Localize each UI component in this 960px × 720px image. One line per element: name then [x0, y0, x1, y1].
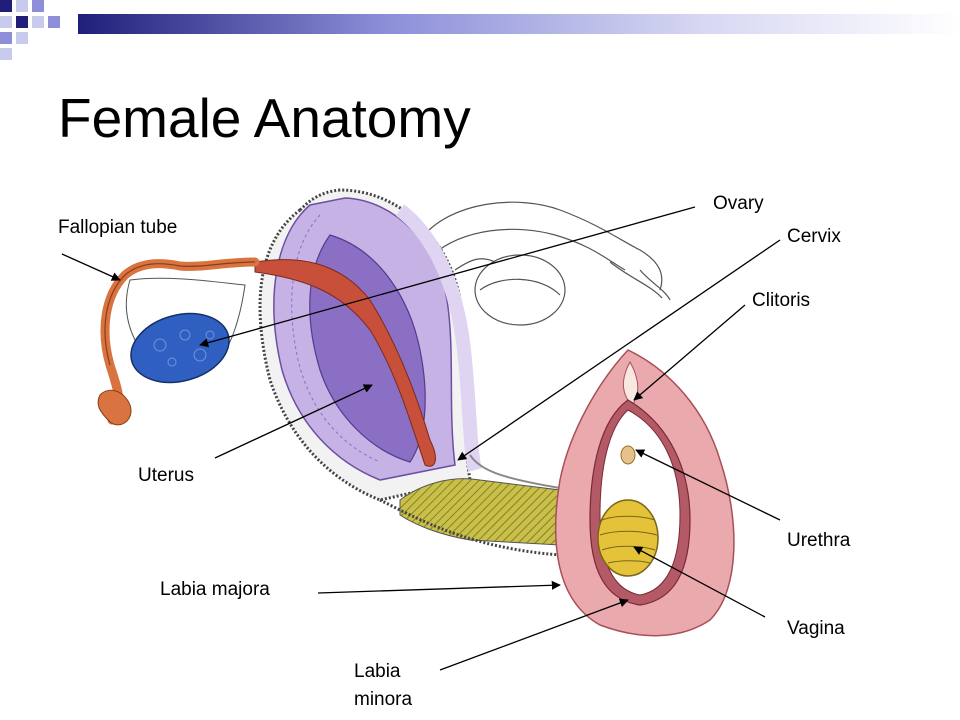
label-uterus: Uterus	[138, 465, 194, 486]
corner-squares-decoration	[0, 0, 60, 60]
label-vagina: Vagina	[787, 618, 845, 639]
vaginal-opening	[597, 499, 659, 577]
label-cervix: Cervix	[787, 226, 841, 247]
header-gradient-bar	[78, 14, 960, 34]
label-urethra: Urethra	[787, 530, 851, 551]
label-labia-majora: Labia majora	[160, 579, 270, 600]
label-ovary: Ovary	[713, 193, 764, 214]
label-fallopian-tube: Fallopian tube	[58, 217, 178, 238]
right-fallopian-tube-outline	[419, 201, 671, 326]
endometrium	[254, 259, 436, 467]
label-labia-minora: Labia minora	[354, 661, 413, 710]
label-clitoris: Clitoris	[752, 290, 811, 311]
vaginal-canal	[399, 478, 565, 546]
slide-title: Female Anatomy	[58, 87, 471, 149]
ovary	[130, 312, 230, 384]
